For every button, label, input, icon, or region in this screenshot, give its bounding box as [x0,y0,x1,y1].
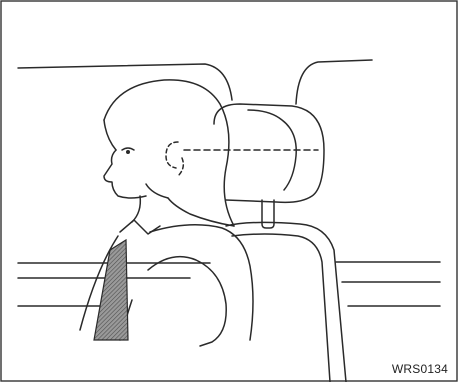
jaw-line [145,183,169,199]
neck-line [131,195,142,223]
seatback-inner-line [231,233,331,382]
head-restraint-stay [261,199,275,229]
roof-line-left [17,63,233,101]
arm-outline [147,255,227,347]
head-restraint-inner-curve [247,109,297,191]
roof-line-right [295,59,373,105]
shoulder-outline [149,224,254,341]
hair-front [103,119,117,151]
seatbelt [93,238,129,341]
collar [119,219,161,235]
head-restraint [213,103,325,204]
face-profile [103,149,147,199]
seatback-outline [225,221,347,382]
ear-lobe [177,157,185,177]
hair-bottom [167,197,235,227]
chest-outline [79,235,119,331]
hair-outline [103,79,235,227]
figure-code: WRS0134 [391,362,448,376]
eye-icon [121,147,135,151]
ear-outline [165,141,179,169]
